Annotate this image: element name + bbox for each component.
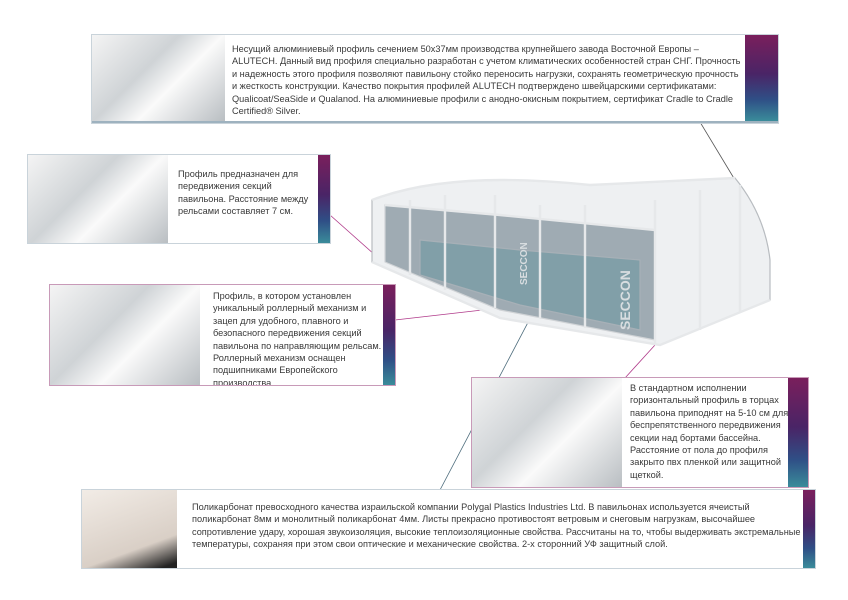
roller-profile-image [50, 285, 200, 385]
polycarbonate-image [82, 490, 177, 568]
brand-logo-right: SECCON [617, 270, 633, 330]
callout-end-profile: В стандартном исполнении горизонтальный … [472, 378, 808, 487]
gradient-strip [383, 285, 395, 385]
end-profile-image [472, 378, 622, 487]
rail-profile-image [28, 155, 168, 243]
gradient-strip [788, 378, 808, 487]
gradient-strip [803, 490, 815, 568]
frame-profile-image [92, 35, 225, 121]
end-profile-text: В стандартном исполнении горизонтальный … [630, 383, 789, 480]
polycarbonate-text: Поликарбонат превосходного качества изра… [192, 502, 801, 550]
callout-rail-profile: Профиль предназначен для передвижения се… [28, 155, 330, 243]
callout-roller-profile: Профиль, в котором установлен уникальный… [50, 285, 395, 385]
roller-profile-text: Профиль, в котором установлен уникальный… [213, 291, 382, 385]
brand-logo-left: SECCON [519, 242, 530, 285]
gradient-strip [318, 155, 330, 243]
callout-frame-profile: Несущий алюминиевый профиль сечением 50x… [92, 35, 778, 123]
gradient-strip [745, 35, 778, 121]
callout-polycarbonate: Поликарбонат превосходного качества изра… [82, 490, 815, 568]
rail-profile-text: Профиль предназначен для передвижения се… [178, 169, 309, 217]
frame-profile-text: Несущий алюминиевый профиль сечением 50x… [232, 44, 741, 117]
pavilion [371, 176, 771, 347]
